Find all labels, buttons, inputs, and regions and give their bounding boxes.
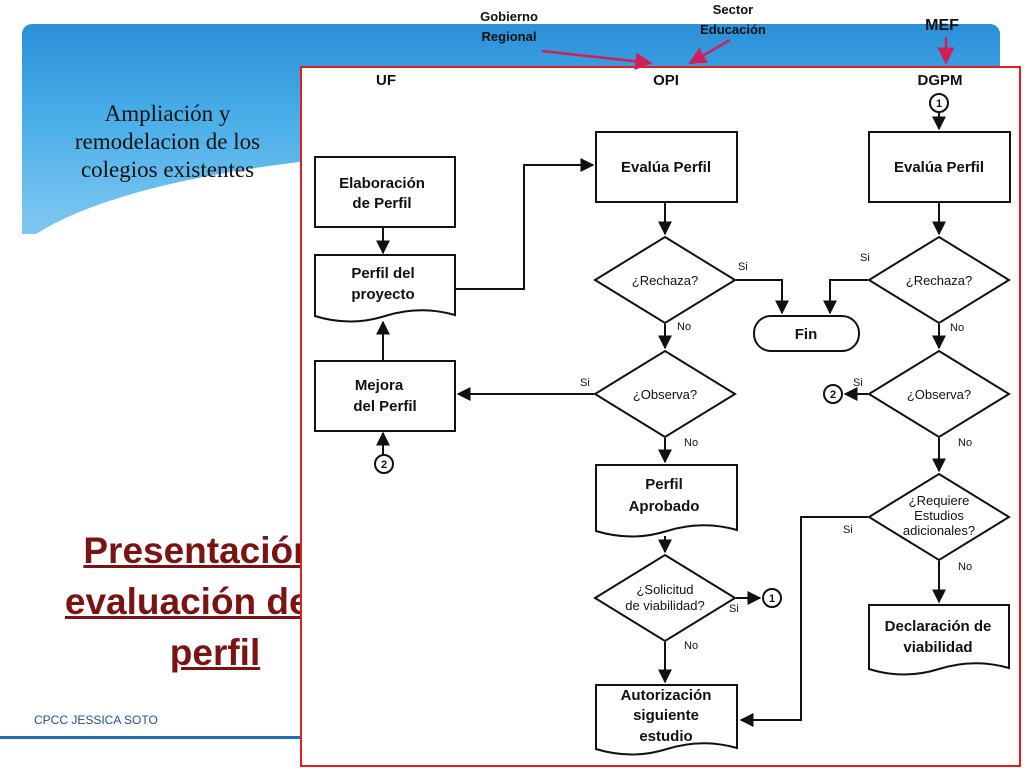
opi-autorizacion-line3: estudio <box>639 728 692 745</box>
opi-aprobado-doc <box>595 464 738 538</box>
uf-connector-2-label: 2 <box>381 459 387 471</box>
fin-label: Fin <box>795 326 818 343</box>
dgpm-connector-1 <box>929 93 949 113</box>
annotation-educacion: Educación <box>700 22 766 37</box>
dgpm-evalua-box <box>868 131 1011 203</box>
dgpm-declaracion-line2: viabilidad <box>903 639 972 656</box>
edge-opi-rechaza-fin <box>736 279 789 315</box>
dgpm-rechaza-decision <box>867 235 1011 325</box>
opi-aprobado-line1: Perfil <box>645 476 683 493</box>
uf-perfil-proyecto-doc <box>314 254 456 323</box>
opi-solicitud-line2: de viabilidad? <box>625 598 705 613</box>
opi-rechaza-label: ¿Rechaza? <box>632 273 698 288</box>
opi-rechaza-no: No <box>677 321 691 333</box>
uf-elaboracion-line2: de Perfil <box>352 195 411 212</box>
uf-elaboracion-line1: Elaboración <box>339 175 425 192</box>
edge-perfil-opi-evalua <box>456 158 595 290</box>
footer-author: CPCC JESSICA SOTO <box>34 713 158 727</box>
opi-connector-1 <box>762 588 782 608</box>
annotation-sector: Sector <box>713 2 753 17</box>
annotation-regional: Regional <box>482 29 537 44</box>
slide-subtitle: Ampliación y remodelacion de los colegio… <box>74 101 261 182</box>
dgpm-requiere-line2: Estudios <box>914 508 964 523</box>
dgpm-requiere-decision <box>867 472 1011 562</box>
column-uf: UF <box>376 72 396 89</box>
dgpm-observa-no: No <box>958 437 972 449</box>
dgpm-connector-2-label: 2 <box>830 389 836 401</box>
opi-evalua-label: Evalúa Perfil <box>621 159 711 176</box>
opi-autorizacion-doc <box>595 684 738 756</box>
opi-rechaza-si: Si <box>738 261 748 273</box>
dgpm-rechaza-si: Si <box>860 252 870 264</box>
dgpm-requiere-line1: ¿Requiere <box>909 493 970 508</box>
uf-mejora-line1: Mejora <box>355 377 404 394</box>
annotation-mef: MEF <box>925 17 959 34</box>
annotation-gobierno: Gobierno <box>480 9 538 24</box>
opi-solicitud-no: No <box>684 640 698 652</box>
uf-perfil-proyecto-line1: Perfil del <box>351 265 414 282</box>
dgpm-rechaza-label: ¿Rechaza? <box>906 273 972 288</box>
uf-elaboracion-box <box>314 156 456 228</box>
dgpm-requiere-line3: adicionales? <box>903 523 975 538</box>
dgpm-observa-label: ¿Observa? <box>907 387 971 402</box>
dgpm-evalua-label: Evalúa Perfil <box>894 159 984 176</box>
dgpm-declaracion-line1: Declaración de <box>885 618 992 635</box>
opi-rechaza-decision <box>593 235 737 325</box>
dgpm-requiere-si: Si <box>843 524 853 536</box>
opi-evalua-box <box>595 131 738 203</box>
uf-mejora-box <box>314 360 456 432</box>
dgpm-observa-decision <box>867 349 1011 439</box>
opi-observa-si: Si <box>580 377 590 389</box>
dgpm-requiere-no: No <box>958 561 972 573</box>
edge-dgpm-requiere-autorizacion <box>739 516 868 727</box>
uf-mejora-line2: del Perfil <box>353 398 416 415</box>
opi-observa-label: ¿Observa? <box>633 387 697 402</box>
fin-terminal <box>753 315 860 352</box>
uf-connector-2 <box>374 454 394 474</box>
opi-solicitud-si: Si <box>729 603 739 615</box>
opi-connector-1-label: 1 <box>769 593 775 605</box>
dgpm-connector-1-label: 1 <box>936 98 942 110</box>
dgpm-rechaza-no: No <box>950 322 964 334</box>
opi-autorizacion-line2: siguiente <box>633 707 699 724</box>
dgpm-connector-2 <box>823 384 843 404</box>
bottom-rule <box>0 736 300 739</box>
column-dgpm: DGPM <box>918 72 963 89</box>
opi-observa-decision <box>593 349 737 439</box>
opi-solicitud-line1: ¿Solicitud <box>636 582 693 597</box>
column-opi: OPI <box>653 72 679 89</box>
opi-aprobado-line2: Aprobado <box>629 498 700 515</box>
opi-autorizacion-line1: Autorización <box>621 687 712 704</box>
uf-perfil-proyecto-line2: proyecto <box>351 286 414 303</box>
dgpm-declaracion-doc <box>868 604 1010 676</box>
edge-dgpm-rechaza-fin <box>823 279 868 315</box>
pointer-arrow-gobierno <box>541 49 653 70</box>
pointer-arrow-sector <box>688 38 731 65</box>
dgpm-observa-si: Si <box>853 377 863 389</box>
opi-solicitud-decision <box>593 553 737 643</box>
opi-observa-no: No <box>684 437 698 449</box>
